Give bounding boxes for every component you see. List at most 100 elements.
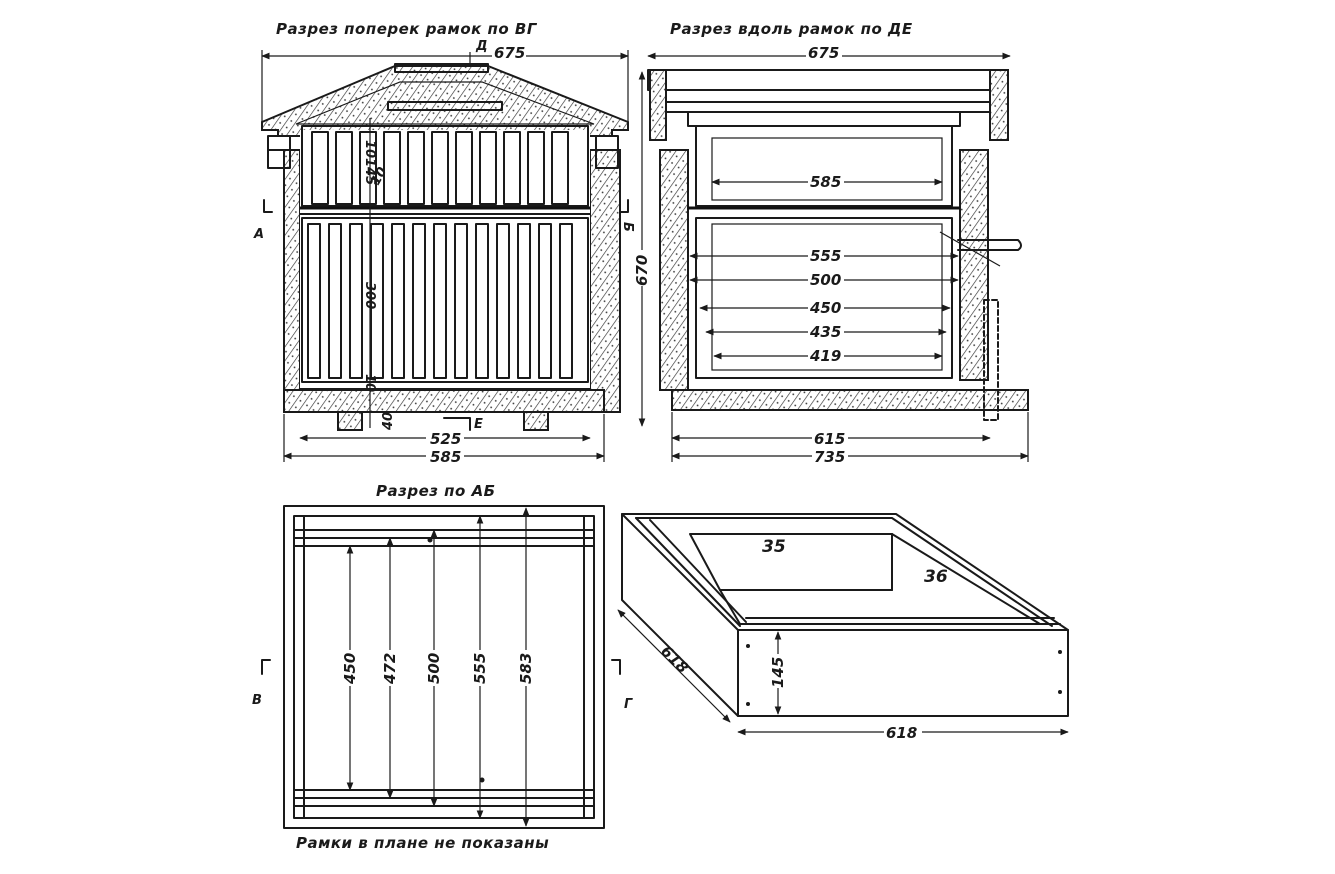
dim-vg-top-bg xyxy=(492,44,526,60)
dim-de-bottom-outer: 735 xyxy=(814,448,845,466)
dim-vg-inner-bg xyxy=(426,430,464,446)
section-ab: Разрез по АБ 450 472 500 555 583 В Г Рам… xyxy=(252,482,633,852)
plan-nail-top xyxy=(427,537,433,543)
section-de: Разрез вдоль рамок по ДЕ 675 585 xyxy=(632,20,1029,466)
bottom-board-vg xyxy=(283,389,605,413)
box-nail-2 xyxy=(746,702,750,706)
dim-de-615-bg xyxy=(812,430,848,446)
marker-v: В xyxy=(252,693,262,708)
upper-wall-right xyxy=(595,135,619,169)
marker-g: Г xyxy=(624,697,633,712)
dim-vg-nest: 300 xyxy=(362,282,377,309)
dim-de-735-bg xyxy=(812,448,848,464)
lid-board-2 xyxy=(659,101,991,113)
leg-right xyxy=(523,411,549,431)
dim-vg-outer: 585 xyxy=(430,448,461,466)
lid-board-1 xyxy=(659,89,991,103)
roof-ridge xyxy=(394,63,489,73)
marker-e: Е xyxy=(474,417,483,432)
roof-vent xyxy=(387,101,503,111)
dim-de-500-bg xyxy=(808,271,844,287)
plan-inner xyxy=(293,515,595,819)
section-vg: Разрез поперек рамок по ВГ Д 675 xyxy=(253,20,635,466)
bottom-board-de xyxy=(671,389,1029,411)
dim-box-front: 618 xyxy=(886,724,917,742)
dim-de-419-bg xyxy=(808,347,844,363)
latch-arm xyxy=(939,231,1001,267)
dim-de-555-bg xyxy=(808,247,844,263)
box-nail-3 xyxy=(1058,650,1062,654)
dim-vg-inner: 525 xyxy=(430,430,461,448)
leg-left xyxy=(337,411,363,431)
dim-vg-leg: 40 xyxy=(381,412,396,431)
marker-b-line xyxy=(619,199,629,213)
dim-de-585-bg xyxy=(808,173,844,189)
dim-ab-500: 500 xyxy=(425,653,443,684)
dim-de-top-bg xyxy=(806,44,842,60)
upper-wall-left xyxy=(267,135,291,169)
dim-vg-gap-bottom: 10 xyxy=(362,374,377,392)
box-left-inner-edge xyxy=(635,517,741,627)
box-left-inner-edge-2 xyxy=(649,519,747,623)
dim-vg-gap-top: 10 xyxy=(362,140,377,158)
box-isometric: 35 36 145 618 618 xyxy=(617,513,1069,742)
section-de-title: Разрез вдоль рамок по ДЕ xyxy=(670,20,913,38)
dim-de-upper: 585 xyxy=(810,173,841,191)
entrance-dashed xyxy=(983,299,999,421)
dim-de-435: 435 xyxy=(809,323,841,341)
plan-note: Рамки в плане не показаны xyxy=(296,834,549,852)
dim-de-height-bg xyxy=(632,250,650,286)
upper-frame-inner xyxy=(711,137,943,201)
box-label-right: 36 xyxy=(924,567,948,587)
dim-ab-472-bg xyxy=(382,650,398,686)
marker-a-line xyxy=(263,199,273,213)
section-ab-title: Разрез по АБ xyxy=(376,482,496,500)
box-nail-1 xyxy=(746,644,750,648)
nest-body xyxy=(301,217,589,383)
marker-e-line xyxy=(443,417,471,431)
dim-box-height-bg xyxy=(768,654,786,688)
marker-b: Б xyxy=(620,222,635,232)
dim-de-450: 450 xyxy=(809,299,841,317)
box-label-far: 35 xyxy=(762,537,786,557)
box-rim-outer xyxy=(621,513,1069,631)
plan-outer xyxy=(283,505,605,829)
dim-box-front-bg xyxy=(884,724,922,740)
box-rim-inner xyxy=(635,517,1053,627)
dim-de-555: 555 xyxy=(810,247,841,265)
dim-ab-450: 450 xyxy=(341,653,359,685)
box-left-wall xyxy=(621,513,739,717)
dim-ab-555: 555 xyxy=(471,653,489,684)
dim-de-height: 670 xyxy=(633,255,651,286)
box-far-wall xyxy=(689,533,893,591)
upper-super xyxy=(301,125,589,207)
dim-ab-583-bg xyxy=(518,650,534,686)
dim-ab-583: 583 xyxy=(517,653,535,684)
dim-de-top: 675 xyxy=(808,44,839,62)
dim-de-419: 419 xyxy=(809,347,841,365)
dim-ab-450-bg xyxy=(342,650,358,686)
dim-ab-472: 472 xyxy=(381,653,399,685)
dim-de-bottom-inner: 615 xyxy=(814,430,845,448)
marker-d: Д xyxy=(475,39,488,54)
lid-side-left xyxy=(649,69,667,141)
box-nail-4 xyxy=(1058,690,1062,694)
marker-v-line xyxy=(261,659,271,675)
marker-a: А xyxy=(253,227,264,242)
box-front-wall xyxy=(737,629,1069,717)
nest-frame-inner xyxy=(711,223,943,371)
dim-box-side: 618 xyxy=(657,642,692,677)
section-vg-title: Разрез поперек рамок по ВГ xyxy=(276,20,538,38)
nest-frame-de xyxy=(695,217,953,379)
dim-vg-top: 675 xyxy=(494,44,525,62)
entrance-latch xyxy=(957,239,1022,251)
dim-ab-500-bg xyxy=(426,650,442,686)
dim-ab-555-bg xyxy=(472,650,488,686)
lid-top xyxy=(647,69,1005,91)
dim-de-450-bg xyxy=(808,299,844,315)
wall-left-de xyxy=(659,149,689,391)
marker-g-line xyxy=(611,659,621,675)
dim-vg-upper: 145 xyxy=(362,158,377,185)
wall-right-de xyxy=(959,149,989,381)
